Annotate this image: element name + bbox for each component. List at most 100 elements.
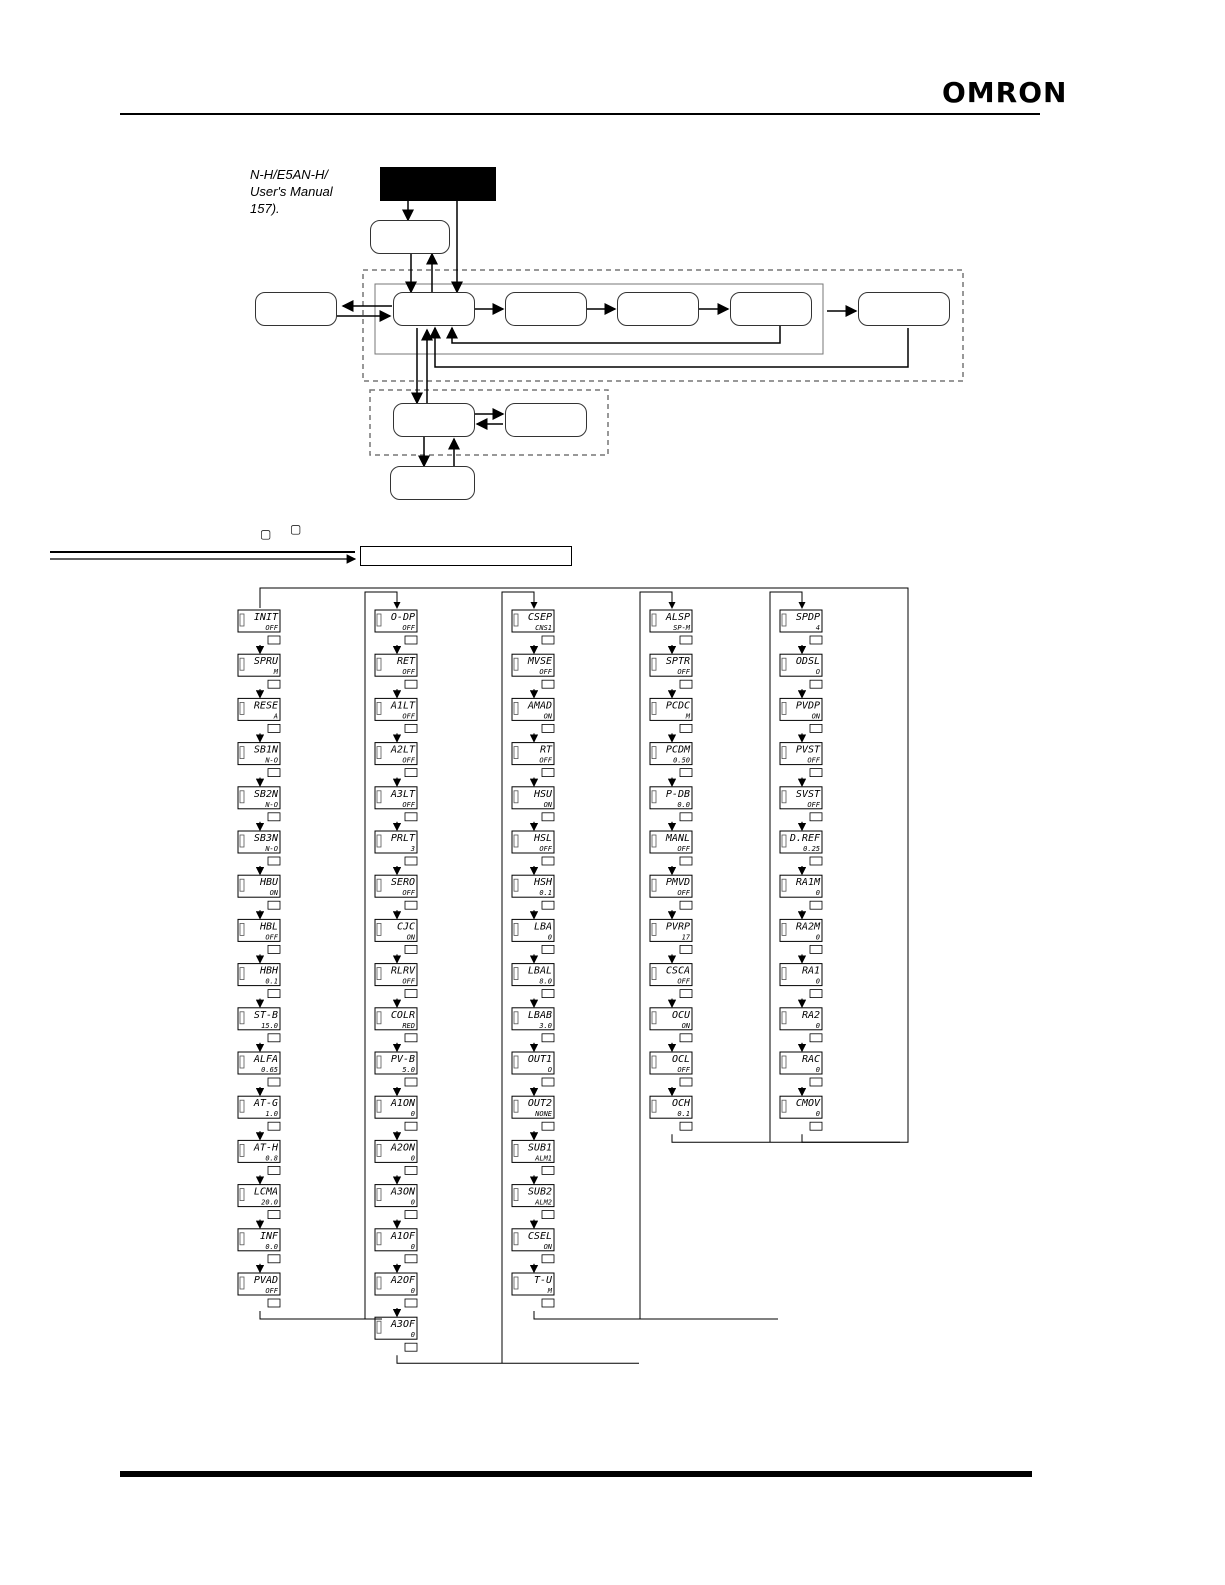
display-indicator (376, 967, 382, 980)
mode-key-icon (267, 812, 281, 822)
display-indicator (651, 790, 657, 804)
display-indicator (239, 613, 245, 627)
parameter-display (374, 918, 418, 942)
parameter-value: 0 (816, 978, 820, 986)
mode-key-icon (404, 812, 418, 822)
display-indicator (376, 1055, 382, 1069)
column-connector (396, 1355, 639, 1364)
parameter-value: 0.65 (261, 1066, 278, 1074)
mode-key-icon (267, 856, 281, 866)
parameter-display (779, 830, 823, 854)
parameter-value: 0 (411, 1110, 415, 1118)
display-indicator (239, 834, 245, 848)
parameter-name: HBU (259, 877, 279, 888)
parameter-name: SVST (796, 789, 821, 800)
mode-key-icon (267, 1210, 281, 1219)
mode-key-icon (267, 1254, 281, 1264)
operation-level-node (393, 292, 475, 326)
display-indicator (239, 923, 245, 936)
display-indicator (239, 1188, 245, 1201)
display-indicator (513, 878, 519, 892)
parameter-name: CJC (397, 921, 415, 932)
display-indicator (781, 657, 787, 671)
display-indicator (239, 1276, 245, 1290)
display-indicator (513, 657, 519, 671)
parameter-value: 0.50 (673, 757, 690, 765)
display-indicator (781, 613, 787, 627)
parameter-value: ON (407, 933, 416, 941)
display-indicator (239, 967, 245, 980)
mode-key-icon (404, 768, 418, 777)
parameter-value: 1.0 (265, 1110, 278, 1118)
parameter-value: ON (544, 801, 553, 809)
parameter-value: 17 (682, 933, 691, 941)
parameter-name: AMAD (527, 700, 552, 711)
mode-key-icon (404, 1033, 418, 1043)
mode-key-icon (679, 989, 693, 998)
display-indicator (513, 702, 519, 715)
mode-key-icon (404, 724, 418, 733)
parameter-display (511, 918, 555, 942)
mode-key-icon (267, 1298, 281, 1308)
parameter-name: CSCA (666, 966, 690, 977)
parameter-name: LBA (534, 921, 552, 932)
parameter-name: LBAL (528, 966, 552, 977)
parameter-name: CSEL (528, 1231, 552, 1242)
pid-setting-level-node (617, 292, 699, 326)
advanced-function-level-label: Advanced Function Setting Level (360, 546, 572, 566)
footer-rule (120, 1471, 1032, 1477)
mode-key-icon (541, 945, 555, 954)
mode-key-icon (679, 768, 693, 777)
parameter-value: ON (544, 1243, 553, 1251)
parameter-name: D.REF (789, 833, 821, 844)
parameter-name: MANL (665, 833, 690, 844)
mode-key-icon (404, 945, 418, 954)
parameter-display (374, 830, 418, 854)
communications-level-node (505, 403, 587, 437)
parameter-value: 0 (816, 1022, 820, 1030)
parameter-display (511, 1139, 555, 1163)
parameter-name: SERO (391, 877, 415, 888)
parameter-display (374, 786, 418, 810)
display-indicator (651, 923, 657, 936)
parameter-value: OFF (539, 757, 552, 765)
parameter-value: M (273, 668, 279, 676)
display-indicator (781, 1099, 787, 1113)
parameter-display (374, 653, 418, 677)
parameter-display (374, 609, 418, 633)
parameter-name: PVST (796, 745, 821, 756)
parameter-display (237, 963, 281, 987)
mode-key-icon (679, 635, 693, 645)
mode-key-icon (809, 679, 823, 689)
parameter-value: 0.0 (677, 801, 690, 809)
display-indicator (513, 923, 519, 936)
key-icon: ▢ (290, 522, 302, 536)
parameter-value: NONE (534, 1110, 553, 1118)
parameter-display (649, 1007, 693, 1031)
mode-key-icon (404, 900, 418, 910)
display-indicator (651, 702, 657, 715)
parameter-value: 3.0 (538, 1022, 552, 1030)
display-indicator (781, 1055, 787, 1069)
advanced-function-level-node (390, 466, 475, 500)
return-loop (259, 587, 909, 1143)
display-indicator (513, 790, 519, 804)
parameter-display (237, 1272, 281, 1296)
mode-key-icon (541, 1121, 555, 1131)
parameter-value: RED (402, 1022, 415, 1030)
parameter-value: 8.0 (539, 978, 552, 986)
parameter-name: ALSP (665, 612, 690, 623)
parameter-name: A2OF (390, 1275, 416, 1286)
parameter-name: A1OF (390, 1231, 416, 1242)
mode-key-icon (404, 679, 418, 689)
parameter-name: A1LT (390, 700, 416, 711)
parameter-display (511, 742, 555, 766)
parameter-name: A2ON (390, 1142, 416, 1153)
parameter-name: OCU (672, 1010, 691, 1021)
parameter-display (374, 1051, 418, 1075)
display-indicator (651, 613, 657, 627)
parameter-value: 0 (411, 1287, 415, 1295)
parameter-display (374, 963, 418, 987)
level-flow-diagram (337, 201, 964, 468)
